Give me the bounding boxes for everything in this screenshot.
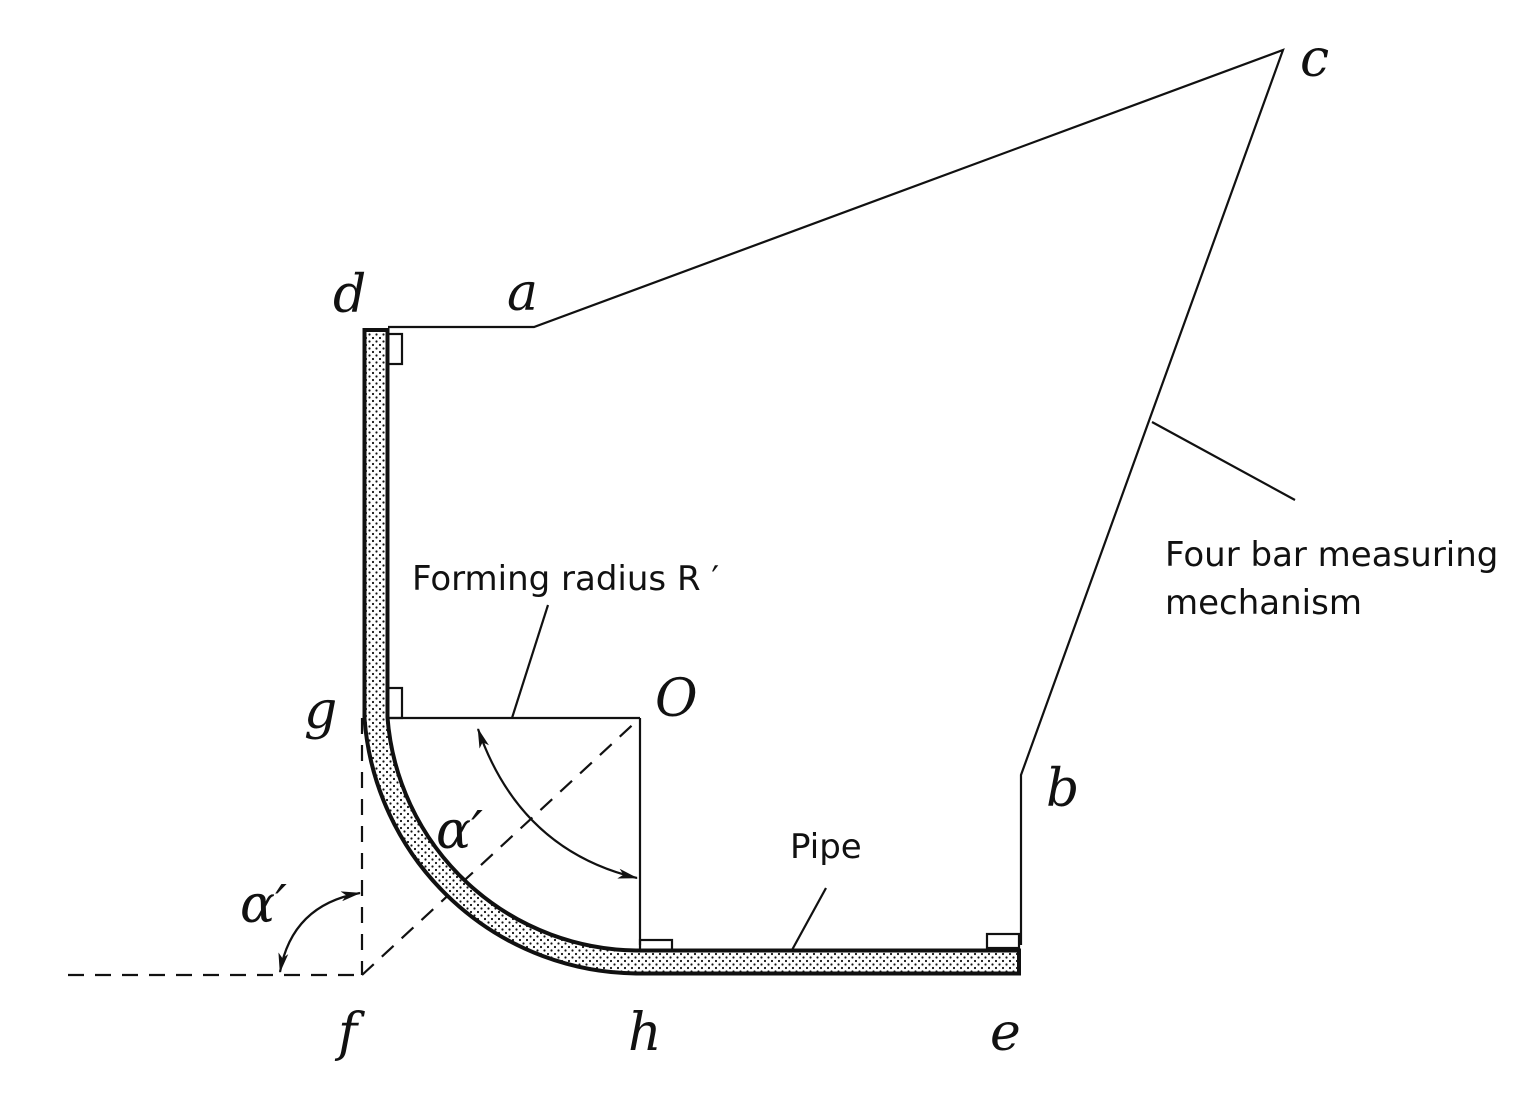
annotation-mechanism-line2: mechanism — [1165, 583, 1362, 623]
four-bar-linkage — [388, 48, 1285, 945]
pipe-outline — [362, 328, 1021, 976]
right-angle-mark-e — [985, 932, 1021, 950]
annotation-pipe: Pipe — [790, 827, 862, 867]
label-alpha-left: α′ — [240, 875, 287, 935]
label-f: f — [334, 1003, 365, 1063]
label-c: c — [1300, 29, 1329, 89]
label-h: h — [628, 1003, 662, 1063]
alpha-arc-center — [476, 728, 638, 880]
annotation-mechanism-line1: Four bar measuring — [1165, 535, 1498, 575]
label-a: a — [507, 263, 538, 323]
label-o: O — [655, 669, 698, 729]
leader-mechanism — [1151, 421, 1296, 501]
label-e: e — [990, 1003, 1021, 1063]
leader-pipe — [791, 887, 827, 951]
pipe-fill — [366, 332, 1017, 972]
label-alpha-center: α′ — [436, 801, 483, 861]
right-angle-mark-d — [386, 332, 404, 366]
right-angle-mark-g — [386, 686, 404, 720]
label-b: b — [1046, 759, 1079, 819]
annotation-forming-radius: Forming radius R ′ — [412, 559, 719, 599]
label-g: g — [304, 681, 337, 741]
leader-forming-radius — [510, 604, 550, 719]
alpha-arc-left — [278, 891, 361, 973]
label-d: d — [333, 265, 366, 325]
